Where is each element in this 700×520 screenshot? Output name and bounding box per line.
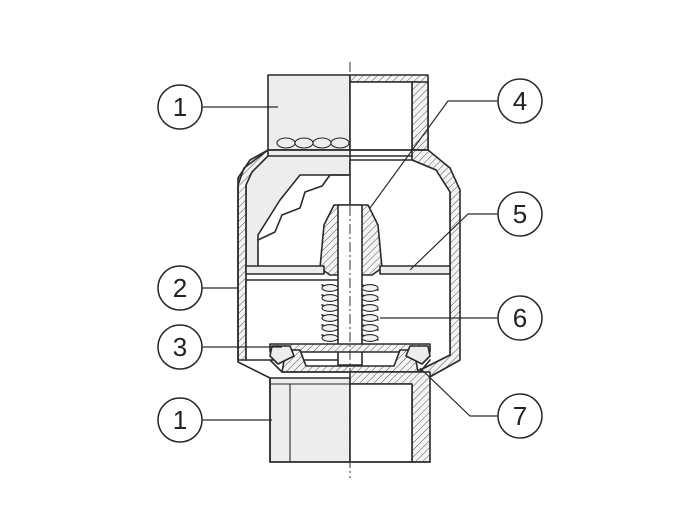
- spring: [321, 284, 379, 352]
- callout-3: 3: [157, 324, 203, 370]
- callout-2: 2: [157, 265, 203, 311]
- top-connector: [267, 74, 429, 151]
- callout-2-label: 2: [173, 273, 187, 303]
- callout-5: 5: [497, 191, 543, 237]
- bottom-connector: [269, 371, 431, 463]
- callout-4: 4: [497, 78, 543, 124]
- callout-6-label: 6: [513, 303, 527, 333]
- callout-1-top: 1: [157, 84, 203, 130]
- callout-6: 6: [497, 295, 543, 341]
- callout-1-bottom: 1: [157, 397, 203, 443]
- callout-7: 7: [497, 393, 543, 439]
- callout-3-label: 3: [173, 332, 187, 362]
- callout-1-top-label: 1: [173, 92, 187, 122]
- callout-4-label: 4: [513, 86, 527, 116]
- thread-bumps: [276, 137, 350, 149]
- seat-and-gasket: [269, 343, 431, 373]
- callout-1-bottom-label: 1: [173, 405, 187, 435]
- leader-lines: [202, 100, 498, 421]
- callout-5-label: 5: [513, 199, 527, 229]
- callout-7-label: 7: [513, 401, 527, 431]
